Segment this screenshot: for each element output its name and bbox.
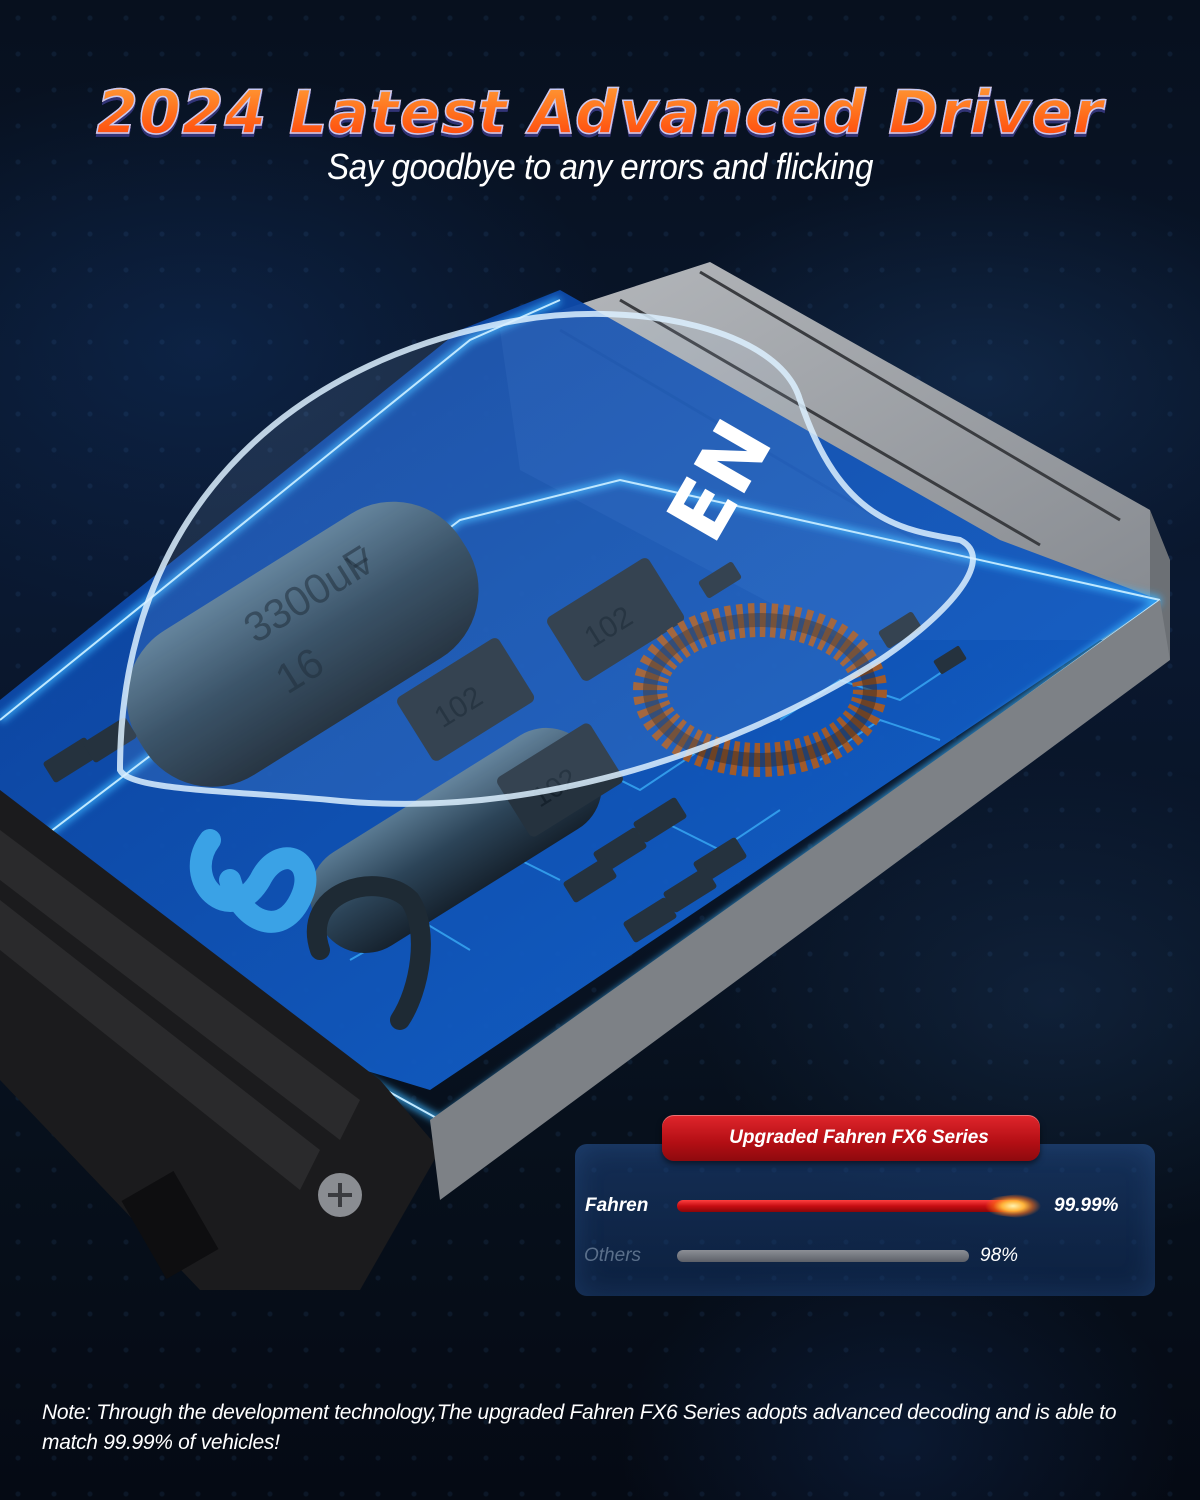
headline-subtitle: Say goodbye to any errors and flicking	[327, 146, 873, 187]
fahren-label: Fahren	[585, 1195, 649, 1216]
heatsink	[0, 790, 440, 1290]
others-label: Others	[584, 1245, 642, 1266]
footnote: Note: Through the development technology…	[42, 1401, 1117, 1454]
series-badge: Upgraded Fahren FX6 Series	[662, 1115, 1040, 1161]
others-value: 98%	[980, 1245, 1019, 1266]
transparent-shield	[116, 310, 976, 807]
fahren-bar	[677, 1200, 1022, 1212]
black-wire	[307, 876, 431, 1030]
fahren-value: 99.99%	[1054, 1195, 1119, 1216]
pcb	[0, 290, 1160, 1090]
headline-title: 2024 Latest Advanced Driver	[0, 77, 1200, 149]
blue-wire	[189, 829, 317, 933]
toroid-inductor	[633, 603, 887, 777]
comparison-panel	[575, 1144, 1155, 1296]
others-bar	[677, 1250, 969, 1262]
